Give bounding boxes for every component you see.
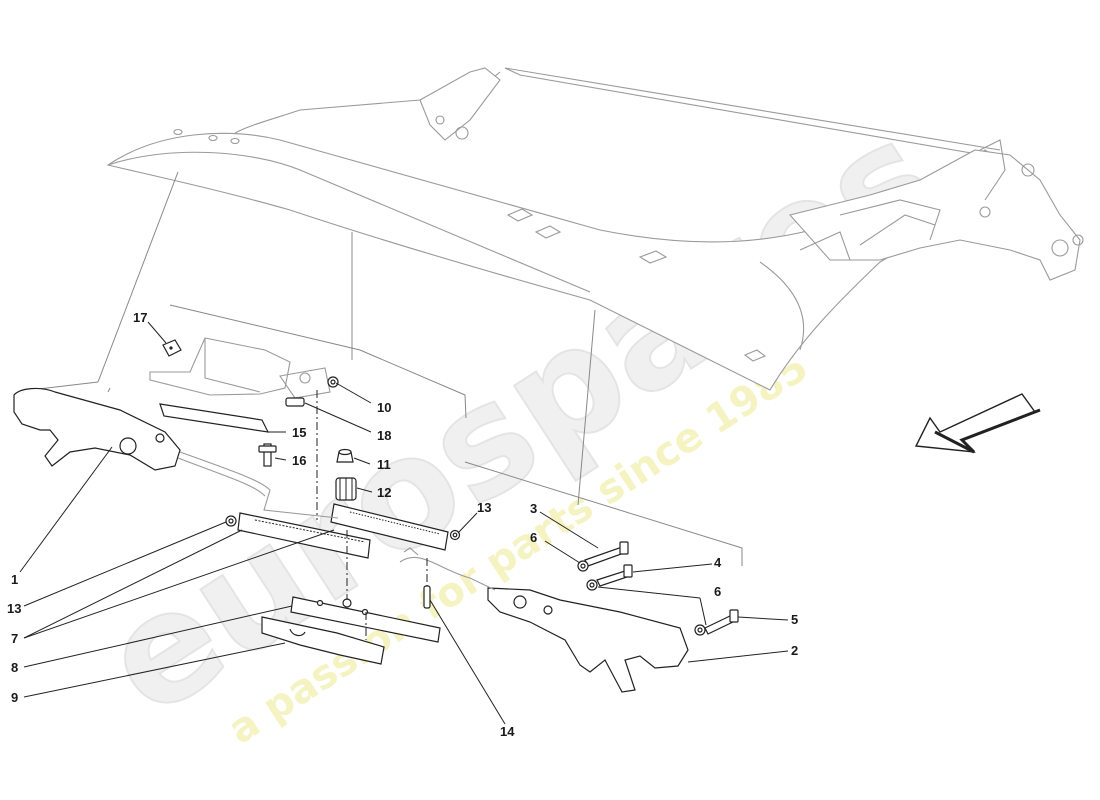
direction-arrow-icon (914, 393, 1041, 454)
part-7-rack-right (330, 503, 449, 551)
callout-18: 18 (377, 428, 391, 443)
callout-4: 4 (714, 555, 722, 570)
part-10-washer (327, 376, 339, 388)
part-6-washer-b (586, 579, 598, 591)
callout-12: 12 (377, 485, 391, 500)
callout-7: 7 (11, 631, 18, 646)
part-4-bolt (596, 564, 633, 587)
roof-hinge-left (419, 67, 501, 141)
callout-13-right: 13 (477, 500, 491, 515)
part-5-bolt (704, 609, 739, 635)
part-12-gear (335, 477, 357, 501)
part-6-washer-c (694, 624, 706, 636)
leader-lines (19, 321, 789, 725)
part-18-pin (285, 397, 305, 407)
part-2-right-latch (399, 547, 689, 693)
callout-14: 14 (500, 724, 515, 739)
part-6-washer-a (577, 560, 589, 572)
part-13-washer-left (225, 515, 237, 527)
callout-2: 2 (791, 643, 798, 658)
callout-6-upper: 6 (530, 530, 537, 545)
part-9-mount-bracket (261, 616, 385, 665)
callout-10: 10 (377, 400, 391, 415)
part-3-bolt (584, 541, 629, 567)
roof-mechanism-right (788, 139, 1084, 281)
part-left-latch (13, 387, 339, 519)
callout-13-left: 13 (7, 601, 21, 616)
part-15-bracket (159, 403, 270, 433)
part-7-rack-left (237, 512, 371, 559)
part-13-washer-right (449, 529, 461, 541)
callout-6-lower: 6 (714, 584, 721, 599)
callout-15: 15 (292, 425, 306, 440)
callout-labels: 1 2 3 4 5 6 6 7 8 9 10 11 12 13 13 14 15… (7, 310, 798, 739)
part-17-plate (162, 339, 182, 357)
part-14-spring (423, 585, 431, 609)
part-actuator-cylinder (149, 337, 331, 399)
assembly-frame-lines (29, 171, 743, 566)
callout-1: 1 (11, 572, 18, 587)
callout-11: 11 (377, 457, 391, 472)
alignment-lines (316, 390, 428, 640)
callout-16: 16 (292, 453, 306, 468)
callout-3: 3 (530, 501, 537, 516)
callout-8: 8 (11, 660, 18, 675)
callout-5: 5 (791, 612, 798, 627)
callout-9: 9 (11, 690, 18, 705)
part-11-cap (336, 448, 354, 463)
callout-17: 17 (133, 310, 147, 325)
part-16-bolt (258, 443, 277, 467)
